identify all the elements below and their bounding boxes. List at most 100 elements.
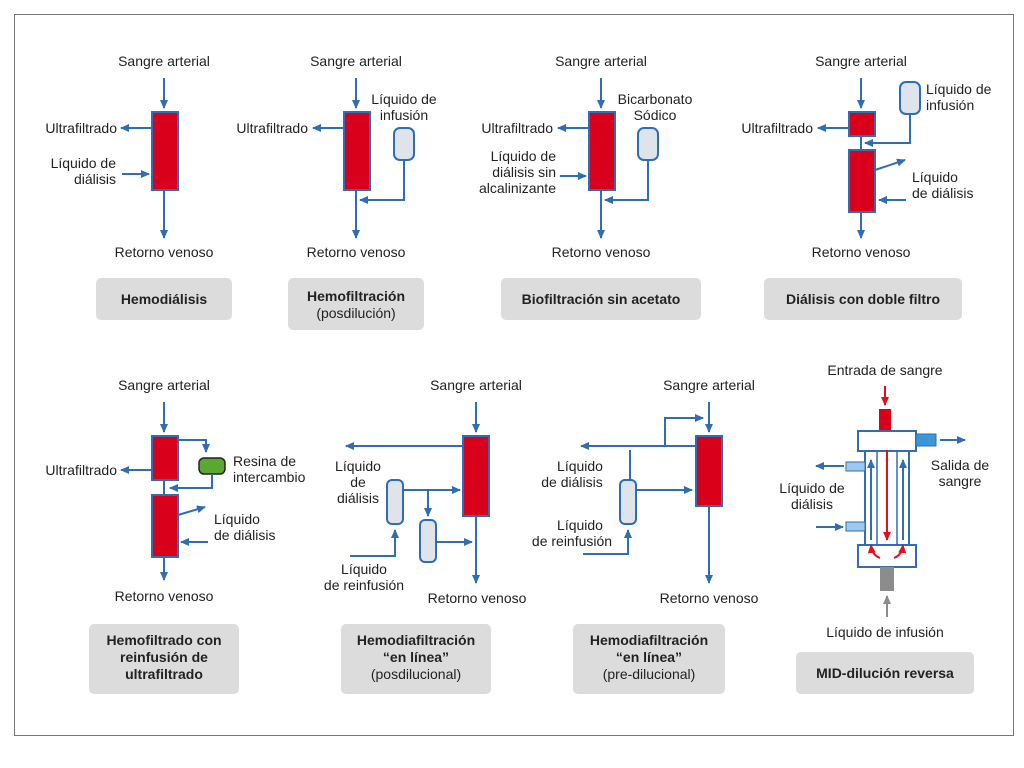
- label-retorno-venoso: Retorno venoso: [428, 590, 527, 606]
- label-sangre-arterial: Sangre arterial: [815, 53, 907, 69]
- label-sangre-arterial: Sangre arterial: [555, 53, 647, 69]
- filter-lower: [848, 149, 876, 213]
- label-ultrafiltrado: Ultrafiltrado: [45, 120, 117, 136]
- housing-top: [857, 430, 917, 452]
- label-reinfusion-1: Líquido: [341, 561, 387, 577]
- port-lower: [845, 521, 866, 532]
- filter: [343, 111, 371, 191]
- label-retorno-venoso: Retorno venoso: [115, 244, 214, 260]
- filter-lower: [151, 494, 179, 558]
- caption-box: [764, 278, 962, 320]
- caption-box: [501, 278, 701, 320]
- caption-box: [96, 278, 232, 320]
- label-liquido-dialisis-1: Líquido: [557, 458, 603, 474]
- label-liq-de-2: de: [350, 474, 366, 490]
- label-sin-alcal-2: diálisis sin: [492, 164, 556, 180]
- blood-outlet: [915, 433, 937, 447]
- label-liquido-dialisis-2: diálisis: [791, 496, 833, 512]
- filter: [462, 435, 490, 517]
- label-ultrafiltrado: Ultrafiltrado: [481, 120, 553, 136]
- panel-hdf-posdilucional: Sangre arterial Líquido de diálisis Líqu…: [324, 377, 527, 694]
- label-ultrafiltrado: Ultrafiltrado: [236, 120, 308, 136]
- arrow-infusion: [864, 114, 911, 147]
- label-sangre-arterial: Sangre arterial: [310, 53, 402, 69]
- label-liquido-infusion-2: infusión: [380, 107, 428, 123]
- caption-box: [341, 624, 491, 694]
- label-entrada-sangre: Entrada de sangre: [827, 362, 942, 378]
- caption-hemofiltracion-sub: (posdilución): [316, 305, 395, 321]
- filter-upper: [848, 111, 876, 137]
- label-liquido-dialisis-2: diálisis: [74, 171, 116, 187]
- label-sangre-arterial: Sangre arterial: [118, 377, 210, 393]
- caption-hdf-pre-3: (pre-dilucional): [603, 666, 696, 682]
- label-liquido-dialisis-2: de diálisis: [541, 474, 602, 490]
- label-liquido-dialisis-2: de diálisis: [214, 527, 275, 543]
- filter-upper: [151, 435, 179, 481]
- infusion-inlet: [880, 567, 894, 591]
- arrow-to-resin: [178, 439, 210, 453]
- label-bicarbonato-1: Bicarbonato: [618, 91, 693, 107]
- label-reinfusion-2: de reinfusión: [324, 577, 404, 593]
- label-retorno-venoso: Retorno venoso: [812, 244, 911, 260]
- arrow-infusion: [359, 160, 405, 204]
- arrow-from-resin: [169, 474, 213, 492]
- label-liq-de-1: Líquido: [335, 458, 381, 474]
- panel-hemofiltracion: Sangre arterial Ultrafiltrado Líquido de…: [236, 53, 437, 330]
- label-retorno-venoso: Retorno venoso: [307, 244, 406, 260]
- label-ultrafiltrado: Ultrafiltrado: [45, 462, 117, 478]
- label-reinfusion-2: de reinfusión: [532, 533, 612, 549]
- housing-bottom: [857, 544, 917, 568]
- dialysate-bag: [386, 479, 404, 525]
- label-sangre-arterial: Sangre arterial: [430, 377, 522, 393]
- label-liquido-dialisis-1: Líquido: [912, 169, 958, 185]
- caption-reinfusion-2: reinfusión de: [120, 649, 208, 665]
- panel-mid-dilucion: Entrada de sangre Salida de sangre Líqui…: [779, 362, 989, 694]
- arrow-dialisis-out: [874, 158, 906, 171]
- arrow-reinfusion-in: [350, 529, 399, 557]
- caption-hdf-post-3: (posdilucional): [371, 666, 461, 682]
- port-upper: [845, 461, 866, 472]
- caption-box: [89, 624, 239, 694]
- label-bicarbonato-2: Sódico: [634, 107, 677, 123]
- label-liquido-infusion: Líquido de infusión: [826, 624, 944, 640]
- infusion-bag: [899, 81, 921, 115]
- panel-reinfusion-ultrafiltrado: Sangre arterial Ultrafiltrado Resina de …: [45, 377, 306, 694]
- dialysate-bag: [619, 479, 637, 525]
- panel-biofiltracion: Sangre arterial Ultrafiltrado Líquido de…: [479, 53, 701, 320]
- caption-reinfusion-3: ultrafiltrado: [125, 666, 203, 682]
- caption-hdf-post-2: “en línea”: [383, 649, 449, 665]
- caption-hemodialisis: Hemodiálisis: [121, 291, 208, 307]
- label-sin-alcal-1: Líquido de: [491, 148, 557, 164]
- filter: [151, 111, 179, 191]
- label-salida-1: Salida de: [931, 457, 990, 473]
- arrow-turn-right: [893, 544, 907, 559]
- arrow-turn-left: [867, 544, 881, 559]
- filter: [695, 435, 723, 507]
- infusion-bag: [393, 127, 415, 161]
- label-resina-2: intercambio: [233, 469, 306, 485]
- label-liquido-dialisis-1: Líquido: [214, 511, 260, 527]
- filter: [588, 111, 616, 191]
- label-ultrafiltrado: Ultrafiltrado: [741, 120, 813, 136]
- caption-biofiltracion: Biofiltración sin acetato: [522, 291, 681, 307]
- caption-hdf-pre-2: “en línea”: [616, 649, 682, 665]
- caption-box: [288, 278, 424, 330]
- label-sin-alcal-3: alcalinizante: [479, 180, 556, 196]
- label-sangre-arterial: Sangre arterial: [118, 53, 210, 69]
- label-retorno-venoso: Retorno venoso: [552, 244, 651, 260]
- arrow-dialisis-out: [177, 505, 206, 516]
- label-liquido-dialisis-1: Líquido de: [779, 480, 845, 496]
- caption-mid-dilucion: MID-dilución reversa: [816, 665, 954, 681]
- caption-hemofiltracion: Hemofiltración: [307, 288, 405, 304]
- label-liquido-infusion-1: Líquido de: [926, 81, 992, 97]
- caption-hdf-post-1: Hemodiafiltración: [357, 632, 475, 648]
- caption-reinfusion-1: Hemofiltrado con: [106, 632, 221, 648]
- caption-doble-filtro: Diálisis con doble filtro: [786, 291, 940, 307]
- reinfusion-bag: [419, 519, 437, 563]
- arrow-bicarbonato: [604, 160, 649, 204]
- diagram-frame: [14, 14, 1014, 736]
- label-liquido-infusion-1: Líquido de: [371, 91, 437, 107]
- label-reinfusion-1: Líquido: [557, 517, 603, 533]
- blood-inlet: [879, 409, 891, 431]
- label-retorno-venoso: Retorno venoso: [115, 588, 214, 604]
